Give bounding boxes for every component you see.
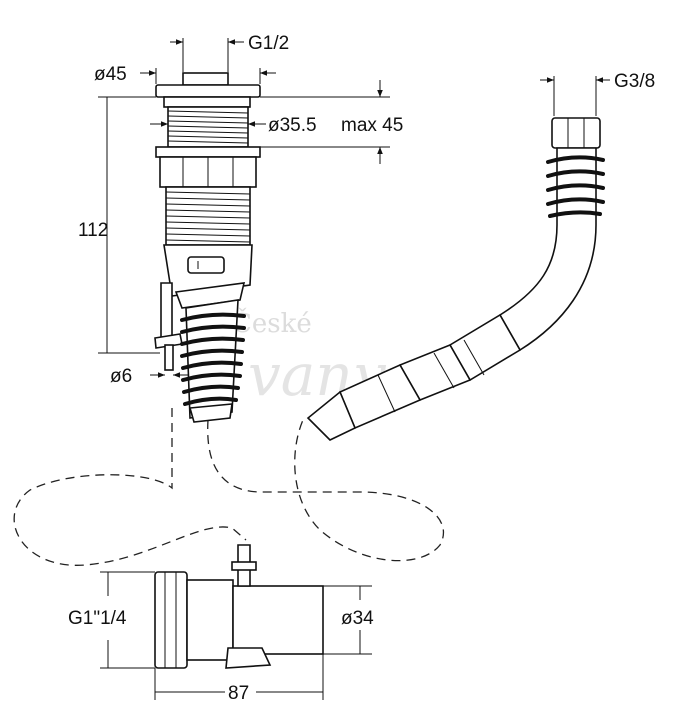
trap-foot (225, 647, 272, 669)
trap-body (186, 579, 234, 661)
label-trap-thread: G1"1/4 (68, 608, 127, 629)
overflow-hose-assembly (306, 117, 605, 441)
dimension-labels: G1/2 ø45 ø35.5 max 45 112 ø6 G3/8 G1"1/4… (68, 33, 655, 704)
trap-clip (231, 561, 257, 571)
overflow-nut (551, 117, 601, 149)
hose-end (188, 403, 233, 423)
label-height: 112 (78, 220, 108, 241)
trap-outlet (232, 585, 324, 655)
label-trap-length: 87 (228, 683, 249, 704)
label-trap-outlet-diameter: ø34 (341, 608, 374, 629)
plug-cap (182, 72, 229, 86)
label-flange-diameter: ø45 (94, 64, 127, 85)
housing-window (187, 256, 225, 274)
spring-coils (180, 312, 246, 406)
basin-waste-assembly (154, 72, 261, 423)
watermark-line1: České (232, 307, 312, 339)
overflow-hose-bend (498, 147, 597, 352)
flange-neck (163, 96, 251, 108)
collar-threads (167, 110, 249, 144)
side-pipe-nozzle (164, 344, 174, 371)
body-threads (165, 191, 251, 243)
label-small-pipe-diameter: ø6 (110, 366, 132, 387)
label-inlet-thread: G1/2 (248, 33, 289, 54)
lock-nut-top (155, 146, 261, 158)
label-max-thickness: max 45 (341, 115, 403, 136)
trap-nut (154, 571, 188, 669)
label-outlet-thread: G3/8 (614, 71, 655, 92)
dimension-lines (98, 38, 610, 700)
top-flange (155, 84, 261, 98)
dashed-hose-paths (13, 408, 445, 566)
bottle-trap (154, 544, 324, 669)
overflow-spring (546, 155, 605, 218)
hose-tip (306, 390, 357, 441)
label-body-diameter: ø35.5 (268, 115, 317, 136)
